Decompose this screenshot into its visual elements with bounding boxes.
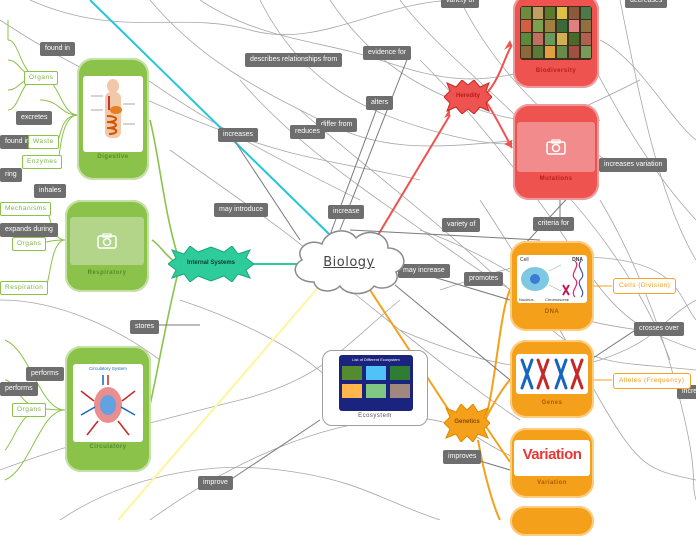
label-describes-relationships: describes relationships from [245,53,343,67]
biodiversity-image [520,6,592,60]
label-ring: ring [0,168,22,182]
circulatory-card[interactable]: Circulatory System Circulatory [65,346,151,472]
circulatory-system-image: Circulatory System [73,364,143,442]
digestive-system-image [83,76,143,152]
chromosome-label: Chromosome [545,297,570,302]
internal-systems-label: Internal Systems [186,260,236,266]
label-expands-during: expands during [0,223,58,237]
dna-image-label: DNA [572,257,583,263]
label-alleles-frequency: Alleles (Frequency) [613,373,691,389]
genes-title: Genes [541,400,563,406]
label-cells-division: Cells (Division) [613,278,677,294]
label-found-in: found in [40,42,75,56]
label-alters: alters [366,96,394,110]
digestive-card[interactable]: Digestive [77,58,149,180]
respiratory-title: Respiratory [87,270,127,276]
label-excretes: excretes [16,111,53,125]
label-crosses-over: crosses over [634,322,684,336]
circulatory-title: Circulatory [89,444,127,450]
genes-card[interactable]: Genes [510,340,594,418]
central-topic-label: Biology [323,255,375,270]
label-inhales: inhales [34,184,67,198]
mutations-image-placeholder [517,122,595,172]
respiratory-image-placeholder [70,217,144,265]
label-evidence-for: evidence for [363,46,412,60]
variation-card[interactable]: Variation Variation [510,428,594,498]
heredity-hub[interactable]: Heredity [443,79,493,115]
variation-image: Variation [514,440,590,476]
central-topic-biology[interactable]: Biology [284,222,414,298]
label-variety-of-top: variety of [441,0,480,8]
label-stores: stores [130,320,160,334]
label-variety-of: variety of [442,218,481,232]
respiratory-card[interactable]: Respiratory [65,200,149,292]
label-improves: improves [443,450,482,464]
label-enzymes: Enzymes [22,155,63,169]
nucleus-label: Nucleus [519,297,534,302]
dna-title: DNA [544,309,560,315]
camera-icon [97,233,117,249]
ecosystem-card[interactable]: List of Different Ecosystem Ecosystem [322,350,428,426]
internal-systems-hub[interactable]: Internal Systems [167,245,255,283]
label-organs: Organs [24,71,59,85]
variation-title: Variation [537,480,567,486]
biodiversity-card[interactable]: Biodiversity [513,0,599,88]
camera-icon [546,139,566,155]
label-performs-2: performs [0,382,38,396]
ecosystem-image: List of Different Ecosystem [339,355,413,411]
heredity-label: Heredity [455,93,480,99]
label-reduces: reduces [290,125,325,139]
ecosystem-image-title: List of Different Ecosystem [352,357,400,362]
label-organs-3: Organs [12,403,47,417]
biodiversity-title: Biodiversity [535,68,577,74]
label-may-introduce: may introduce [214,203,268,217]
label-differ-from: differ from [316,118,358,132]
label-promotes: promotes [464,272,504,286]
orange-card-partial[interactable] [510,506,594,536]
genetics-label: Genetics [454,419,480,425]
digestive-title: Digestive [97,154,129,160]
label-improve: improve [198,476,233,490]
dna-card[interactable]: Cell DNA Nucleus Chromosome DNA [510,241,594,331]
mutations-card[interactable]: Mutations [513,104,599,200]
cell-label: Cell [520,257,529,263]
label-respiration: Respiration [0,281,49,295]
genetics-hub[interactable]: Genetics [443,403,491,443]
label-waste: Waste [28,135,59,149]
label-mechanisms: Mechanisms [0,202,52,216]
genes-image [516,354,588,394]
label-decreases: decreases [625,0,668,8]
dna-image: Cell DNA Nucleus Chromosome [517,255,587,303]
variation-word: Variation [522,446,582,463]
label-organs-2: Organs [12,237,47,251]
label-criteria-for: criteria for [533,217,575,231]
circulatory-image-header: Circulatory System [89,366,127,371]
label-increases-variation: increases variation [599,158,668,172]
cloud-shape [294,230,405,295]
label-found-in-2: found in [0,135,35,149]
label-may-increase: may increase [398,264,450,278]
label-performs: performs [26,367,64,381]
label-increase: increase [328,205,365,219]
ecosystem-title: Ecosystem [358,413,392,419]
mutations-title: Mutations [539,176,573,182]
label-increases: increases [218,128,258,142]
